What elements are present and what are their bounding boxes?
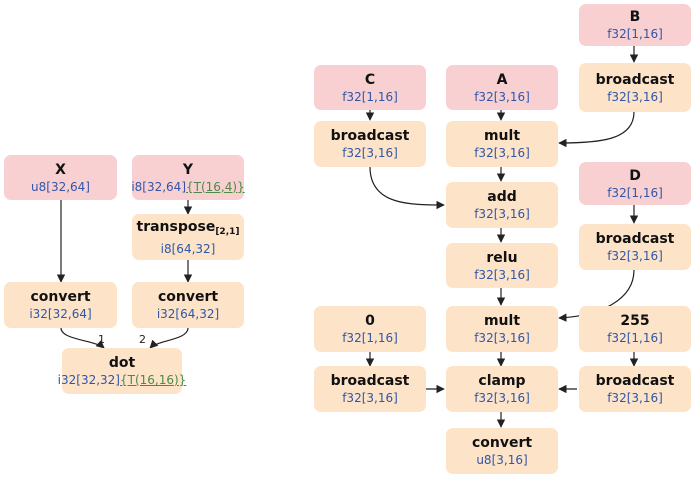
node-y-type-line: i8[32,64]{T(16,4)} bbox=[131, 179, 244, 195]
node-broadcast-0-label: broadcast bbox=[330, 373, 410, 389]
node-b-type: f32[1,16] bbox=[607, 27, 663, 41]
node-broadcast-255[interactable]: broadcast f32[3,16] bbox=[579, 366, 691, 412]
node-relu-type: f32[3,16] bbox=[474, 267, 530, 282]
node-255[interactable]: 255 f32[1,16] bbox=[579, 306, 691, 352]
node-add-type: f32[3,16] bbox=[474, 207, 530, 221]
edge-broadcast-c-to-add bbox=[369, 166, 445, 210]
node-d[interactable]: D f32[1,16] bbox=[579, 162, 691, 205]
node-dot[interactable]: dot i32[32,32]{T(16,16)} bbox=[58, 348, 186, 394]
node-zero-label: 0 bbox=[365, 313, 375, 329]
node-a[interactable]: A f32[3,16] bbox=[446, 65, 558, 110]
edge-broadcast-b-to-mult bbox=[558, 111, 635, 148]
node-b[interactable]: B f32[1,16] bbox=[579, 4, 691, 46]
node-mult-1[interactable]: mult f32[3,16] bbox=[446, 121, 558, 167]
node-mult-2[interactable]: mult f32[3,16] bbox=[446, 306, 558, 352]
node-convert-out[interactable]: convert u8[3,16] bbox=[446, 428, 558, 474]
node-x[interactable]: X u8[32,64] bbox=[4, 155, 117, 200]
node-transpose-label: transpose bbox=[136, 218, 216, 235]
node-add-label: add bbox=[487, 189, 517, 205]
node-clamp-label: clamp bbox=[478, 373, 526, 389]
node-y[interactable]: Y i8[32,64]{T(16,4)} bbox=[131, 155, 245, 200]
node-broadcast-b-type: f32[3,16] bbox=[607, 89, 663, 104]
node-broadcast-c-type: f32[3,16] bbox=[342, 146, 398, 160]
node-255-label: 255 bbox=[620, 313, 650, 329]
node-convert-x-label: convert bbox=[30, 289, 91, 305]
node-c-label: C bbox=[364, 71, 376, 88]
node-d-type: f32[1,16] bbox=[607, 185, 663, 200]
node-broadcast-d-label: broadcast bbox=[595, 231, 675, 247]
node-broadcast-d[interactable]: broadcast f32[3,16] bbox=[579, 224, 691, 270]
node-broadcast-0-type: f32[3,16] bbox=[342, 391, 398, 405]
node-mult-2-type: f32[3,16] bbox=[474, 331, 530, 345]
node-x-label: X bbox=[55, 161, 66, 178]
node-transpose-label-line: transpose[2,1] bbox=[137, 218, 240, 241]
node-relu[interactable]: relu f32[3,16] bbox=[446, 243, 558, 288]
node-clamp-type: f32[3,16] bbox=[474, 391, 530, 405]
node-transpose-type: i8[64,32] bbox=[160, 241, 216, 256]
node-dot-type: i32[32,32] bbox=[57, 373, 120, 387]
node-x-type: u8[32,64] bbox=[31, 179, 90, 194]
node-zero-type: f32[1,16] bbox=[342, 331, 398, 345]
node-broadcast-255-label: broadcast bbox=[595, 373, 675, 389]
node-b-label: B bbox=[629, 9, 641, 25]
node-d-label: D bbox=[629, 167, 641, 184]
edge-convert-x-to-dot bbox=[60, 327, 105, 349]
node-relu-label: relu bbox=[486, 249, 518, 266]
node-broadcast-d-type: f32[3,16] bbox=[607, 249, 663, 263]
node-c-type: f32[1,16] bbox=[342, 89, 398, 104]
node-y-type: i8[32,64] bbox=[131, 179, 186, 194]
node-add[interactable]: add f32[3,16] bbox=[446, 182, 558, 228]
node-dot-type-line: i32[32,32]{T(16,16)} bbox=[58, 372, 187, 388]
node-c[interactable]: C f32[1,16] bbox=[314, 65, 426, 110]
node-a-label: A bbox=[496, 71, 508, 88]
node-mult-1-label: mult bbox=[483, 128, 521, 144]
operand-index-1: 1 bbox=[98, 333, 105, 346]
node-broadcast-c-label: broadcast bbox=[330, 128, 410, 144]
node-transpose-dims: [2,1] bbox=[215, 226, 240, 237]
node-dot-label: dot bbox=[108, 355, 136, 371]
node-mult-2-label: mult bbox=[483, 313, 521, 329]
node-mult-1-type: f32[3,16] bbox=[474, 146, 530, 160]
node-broadcast-0[interactable]: broadcast f32[3,16] bbox=[314, 366, 426, 412]
node-convert-y-label: convert bbox=[157, 289, 219, 305]
node-255-type: f32[1,16] bbox=[607, 331, 663, 345]
node-broadcast-c[interactable]: broadcast f32[3,16] bbox=[314, 121, 426, 167]
node-y-label: Y bbox=[182, 161, 194, 178]
node-y-tiling-annotation: {T(16,4)} bbox=[186, 179, 245, 194]
edge-convert-y-to-dot bbox=[149, 327, 189, 349]
node-convert-x-type: i32[32,64] bbox=[29, 307, 92, 321]
node-broadcast-b-label: broadcast bbox=[595, 71, 675, 88]
node-convert-out-type: u8[3,16] bbox=[476, 453, 528, 467]
node-broadcast-255-type: f32[3,16] bbox=[607, 391, 663, 405]
node-convert-y-type: i32[64,32] bbox=[156, 307, 220, 321]
node-dot-tiling-annotation: {T(16,16)} bbox=[120, 373, 187, 387]
node-broadcast-b[interactable]: broadcast f32[3,16] bbox=[579, 63, 691, 112]
edge-broadcast-d-to-mult bbox=[558, 269, 635, 322]
node-a-type: f32[3,16] bbox=[474, 89, 530, 104]
node-transpose[interactable]: transpose[2,1] i8[64,32] bbox=[132, 214, 244, 260]
node-convert-x[interactable]: convert i32[32,64] bbox=[4, 282, 117, 328]
node-clamp[interactable]: clamp f32[3,16] bbox=[446, 366, 558, 412]
node-convert-out-label: convert bbox=[471, 435, 533, 451]
node-convert-y[interactable]: convert i32[64,32] bbox=[132, 282, 244, 328]
operand-index-2: 2 bbox=[139, 333, 146, 346]
node-zero[interactable]: 0 f32[1,16] bbox=[314, 306, 426, 352]
